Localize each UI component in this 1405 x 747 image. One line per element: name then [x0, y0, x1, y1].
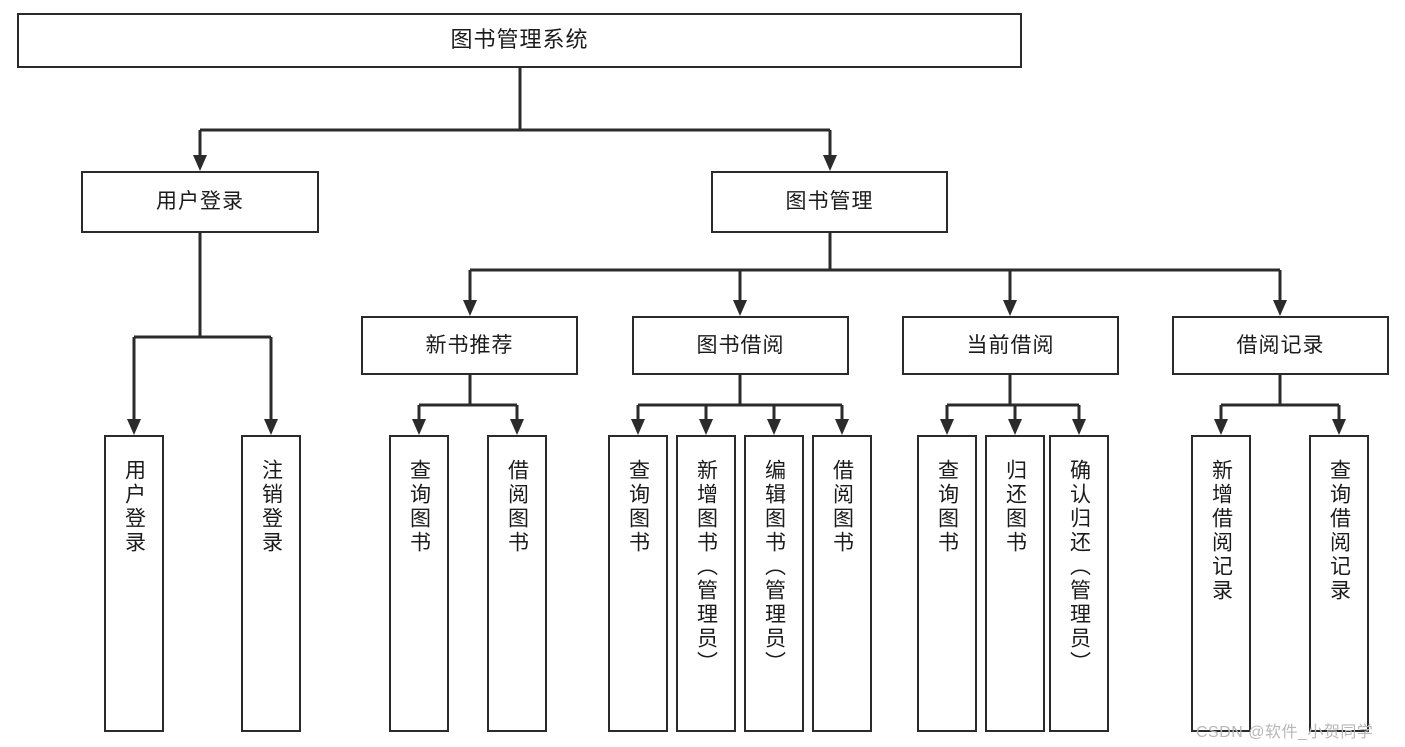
node-label: 用户登录: [156, 190, 244, 214]
arrowhead: [1214, 419, 1228, 435]
node-leaf-borrow-book-1[interactable]: 借阅图书: [487, 435, 547, 732]
connector-edge-bm-new-book: [463, 270, 477, 316]
node-new-book-rec[interactable]: 新书推荐: [361, 316, 578, 375]
node-current-borrow[interactable]: 当前借阅: [902, 316, 1119, 375]
connector-edge-bm-record: [1273, 270, 1287, 316]
arrowhead: [463, 300, 477, 316]
node-label: 查询借阅记录: [1327, 459, 1351, 603]
arrowhead: [631, 419, 645, 435]
node-leaf-return-book[interactable]: 归还图书: [985, 435, 1045, 732]
arrowhead: [193, 155, 207, 171]
node-label: 归还图书: [1003, 459, 1027, 555]
node-label: 借阅图书: [505, 459, 529, 555]
node-label: 借阅记录: [1236, 333, 1325, 357]
node-label: 当前借阅: [966, 333, 1055, 357]
arrowhead: [127, 419, 141, 435]
arrowhead: [767, 419, 781, 435]
node-label: 图书管理: [785, 190, 874, 214]
node-label: 用户登录: [122, 459, 146, 555]
node-label: 编辑图书（管理员）: [762, 459, 786, 675]
node-label: 注销登录: [259, 459, 283, 555]
arrowhead: [1273, 300, 1287, 316]
node-leaf-query-book-3[interactable]: 查询图书: [917, 435, 977, 732]
node-leaf-confirm-return[interactable]: 确认归还（管理员）: [1049, 435, 1109, 732]
connector-edge-br-2: [1332, 405, 1346, 435]
node-leaf-user-login[interactable]: 用户登录: [104, 435, 164, 732]
node-leaf-add-book[interactable]: 新增图书（管理员）: [676, 435, 736, 732]
connector-edge-cb-2: [1008, 405, 1022, 435]
arrowhead: [1072, 419, 1086, 435]
node-label: 新增借阅记录: [1209, 459, 1233, 603]
connector-edge-bb-3: [767, 405, 781, 435]
connector-edge-bm-borrow: [733, 270, 747, 316]
node-label: 图书管理系统: [450, 27, 589, 53]
node-label: 确认归还（管理员）: [1067, 459, 1091, 675]
arrowhead: [510, 419, 524, 435]
connector-edge-bb-1: [631, 405, 645, 435]
arrowhead: [264, 419, 278, 435]
connector-edge-cb-1: [940, 405, 954, 435]
node-borrow-record[interactable]: 借阅记录: [1172, 316, 1389, 375]
node-label: 图书借阅: [696, 333, 785, 357]
arrowhead: [1332, 419, 1346, 435]
node-label: 借阅图书: [830, 459, 854, 555]
arrowhead: [733, 300, 747, 316]
node-leaf-query-record[interactable]: 查询借阅记录: [1309, 435, 1369, 732]
connector-edge-nbr-2: [510, 405, 524, 435]
node-leaf-edit-book[interactable]: 编辑图书（管理员）: [744, 435, 804, 732]
connector-edge-root-user-login: [193, 130, 207, 171]
node-book-manage[interactable]: 图书管理: [711, 171, 948, 233]
connector-edge-ul-leaf-1: [127, 337, 141, 435]
node-user-login[interactable]: 用户登录: [81, 171, 319, 233]
arrowhead: [412, 419, 426, 435]
node-root[interactable]: 图书管理系统: [17, 13, 1022, 68]
node-label: 查询图书: [935, 459, 959, 555]
node-leaf-query-book-1[interactable]: 查询图书: [389, 435, 449, 732]
connector-edge-nbr-1: [412, 405, 426, 435]
connector-edge-bb-2: [699, 405, 713, 435]
node-leaf-logout[interactable]: 注销登录: [241, 435, 301, 732]
arrowhead: [1003, 300, 1017, 316]
node-label: 查询图书: [626, 459, 650, 555]
connector-edge-bb-4: [835, 405, 849, 435]
arrowhead: [835, 419, 849, 435]
arrowhead: [940, 419, 954, 435]
connector-edge-root-book-manage: [823, 130, 837, 171]
node-book-borrow[interactable]: 图书借阅: [632, 316, 849, 375]
arrowhead: [823, 155, 837, 171]
node-label: 新书推荐: [425, 333, 514, 357]
node-label: 查询图书: [407, 459, 431, 555]
connector-edge-bm-current: [1003, 270, 1017, 316]
node-leaf-query-book-2[interactable]: 查询图书: [608, 435, 668, 732]
node-leaf-add-record[interactable]: 新增借阅记录: [1191, 435, 1251, 732]
connector-edge-br-1: [1214, 405, 1228, 435]
node-label: 新增图书（管理员）: [694, 459, 718, 675]
arrowhead: [699, 419, 713, 435]
connector-edge-ul-leaf-2: [264, 337, 278, 435]
arrowhead: [1008, 419, 1022, 435]
node-leaf-borrow-book-2[interactable]: 借阅图书: [812, 435, 872, 732]
connector-edge-cb-3: [1072, 405, 1086, 435]
